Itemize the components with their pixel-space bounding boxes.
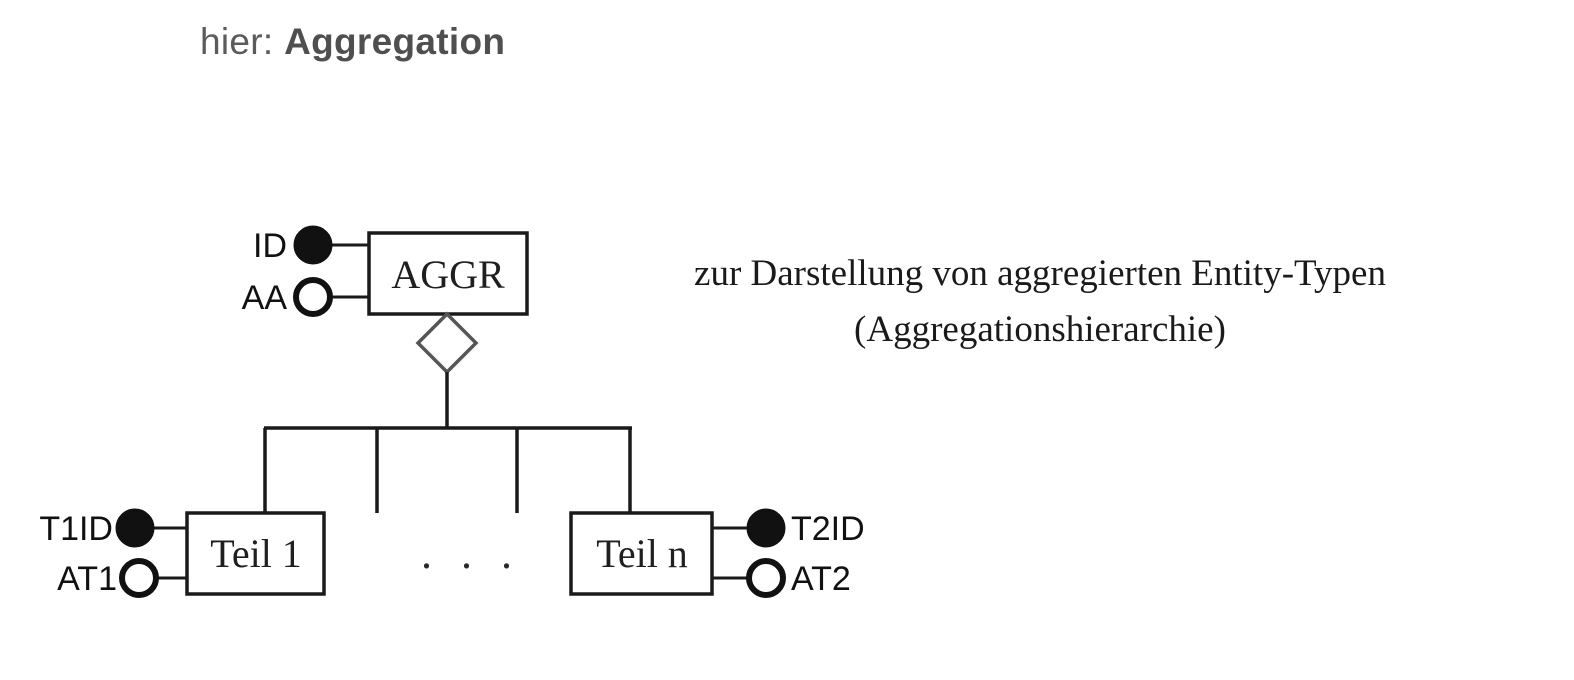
page-title-emphasis: Aggregation — [284, 21, 506, 62]
entity-label-teil-n: Teil n — [596, 531, 688, 576]
caption-block: zur Darstellung von aggregierten Entity-… — [580, 246, 1500, 358]
entity-label-aggr: AGGR — [391, 252, 505, 297]
caption-line-1: zur Darstellung von aggregierten Entity-… — [694, 253, 1386, 294]
aggregation-diamond-icon — [415, 311, 479, 375]
entity-box-teil-n — [569, 511, 714, 596]
attribute-circle-aa — [293, 277, 333, 317]
page-title: hier: Aggregation — [200, 21, 506, 63]
attribute-label-at2: AT2 — [791, 560, 851, 598]
attribute-label-aa: AA — [242, 279, 288, 317]
caption-line-2: (Aggregationshierarchie) — [854, 309, 1226, 351]
entity-label-teil-1: Teil 1 — [210, 531, 302, 576]
ellipsis-marker: . . . — [421, 529, 521, 578]
attribute-circle-at2 — [746, 558, 786, 598]
page-title-lead: hier: — [200, 21, 274, 62]
attribute-circle-at1 — [119, 558, 159, 598]
entity-box-teil-1 — [185, 511, 326, 596]
attribute-label-at1: AT1 — [57, 560, 117, 598]
attribute-label-t2id: T2ID — [791, 510, 865, 548]
attribute-label-id: ID — [253, 227, 287, 265]
attribute-label-t1id: T1ID — [39, 510, 113, 548]
attribute-circle-id — [293, 225, 333, 265]
attribute-circle-t2id — [746, 508, 786, 548]
attribute-circle-t1id — [115, 508, 155, 548]
